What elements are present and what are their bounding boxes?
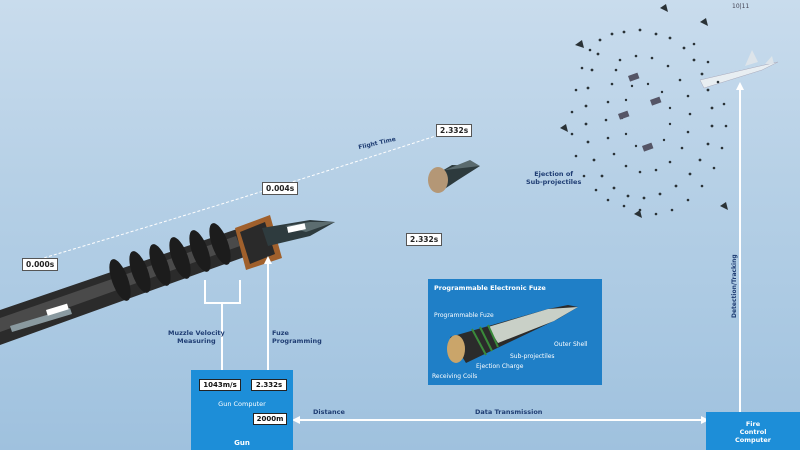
gun-computer-box: 1043m/s 2.332s Gun Computer 2000m Gun bbox=[191, 370, 293, 450]
inset-title: Programmable Electronic Fuze bbox=[434, 284, 546, 292]
distance-label: Distance bbox=[313, 408, 345, 416]
muzzle-velocity-label: Muzzle Velocity Measuring bbox=[168, 329, 225, 345]
projectile-midflight bbox=[428, 160, 480, 193]
corner-code: 10|11 bbox=[732, 3, 750, 10]
flight-path bbox=[29, 127, 461, 263]
time-label-0: 0.000s bbox=[22, 258, 59, 271]
sub-projectile-cloud bbox=[560, 4, 728, 218]
fuze-programming-label: Fuze Programming bbox=[272, 329, 322, 345]
time-label-2: 2.332s bbox=[436, 124, 473, 137]
muzzle-connector bbox=[204, 280, 241, 304]
data-transmission-label: Data Transmission bbox=[475, 408, 543, 416]
gun-computer-title: Gun Computer bbox=[218, 400, 266, 408]
distance-value: 2000m bbox=[253, 413, 287, 425]
detection-tracking-label: Detection/Tracking bbox=[731, 254, 738, 318]
gun-barrel bbox=[0, 215, 335, 345]
time-label-1: 0.004s bbox=[262, 182, 299, 195]
fire-control-computer-box: Fire Control Computer bbox=[706, 412, 800, 450]
label-sub-projectiles: Sub-projectiles bbox=[510, 353, 555, 360]
label-ejection-charge: Ejection Charge bbox=[476, 363, 524, 370]
time-value: 2.332s bbox=[251, 379, 287, 391]
gun-caption: Gun bbox=[234, 439, 250, 447]
label-programmable-fuze: Programmable Fuze bbox=[434, 312, 494, 319]
programmable-fuze-inset: Programmable Electronic Fuze Programmabl… bbox=[428, 279, 602, 385]
ejection-label: Ejection of Sub-projectiles bbox=[526, 170, 582, 186]
target-missile bbox=[699, 50, 779, 89]
time-label-3: 2.332s bbox=[406, 233, 443, 246]
label-outer-shell: Outer Shell bbox=[554, 341, 588, 348]
label-receiving-coils: Receiving Coils bbox=[432, 373, 478, 380]
fuze-cutaway-illustration bbox=[447, 305, 578, 363]
velocity-value: 1043m/s bbox=[199, 379, 241, 391]
